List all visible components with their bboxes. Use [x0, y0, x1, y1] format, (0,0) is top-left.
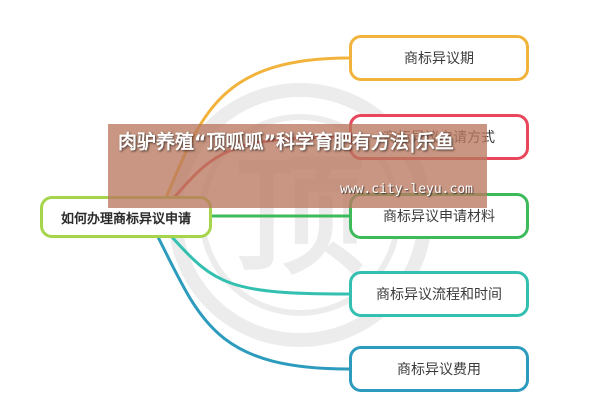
- overlay-title: 肉驴养殖“顶呱呱”科学育肥有方法|乐鱼: [118, 131, 454, 153]
- connector-5: [156, 236, 350, 371]
- overlay-url: www.city-leyu.com: [339, 182, 473, 197]
- overlay-banner: 肉驴养殖“顶呱呱”科学育肥有方法|乐鱼 www.city-leyu.com: [108, 124, 487, 208]
- branch-node-objection-period: 商标异议期: [349, 35, 529, 81]
- branch-node-fees: 商标异议费用: [349, 346, 529, 392]
- connector-4: [170, 235, 350, 296]
- branch-node-process-and-time: 商标异议流程和时间: [349, 271, 529, 317]
